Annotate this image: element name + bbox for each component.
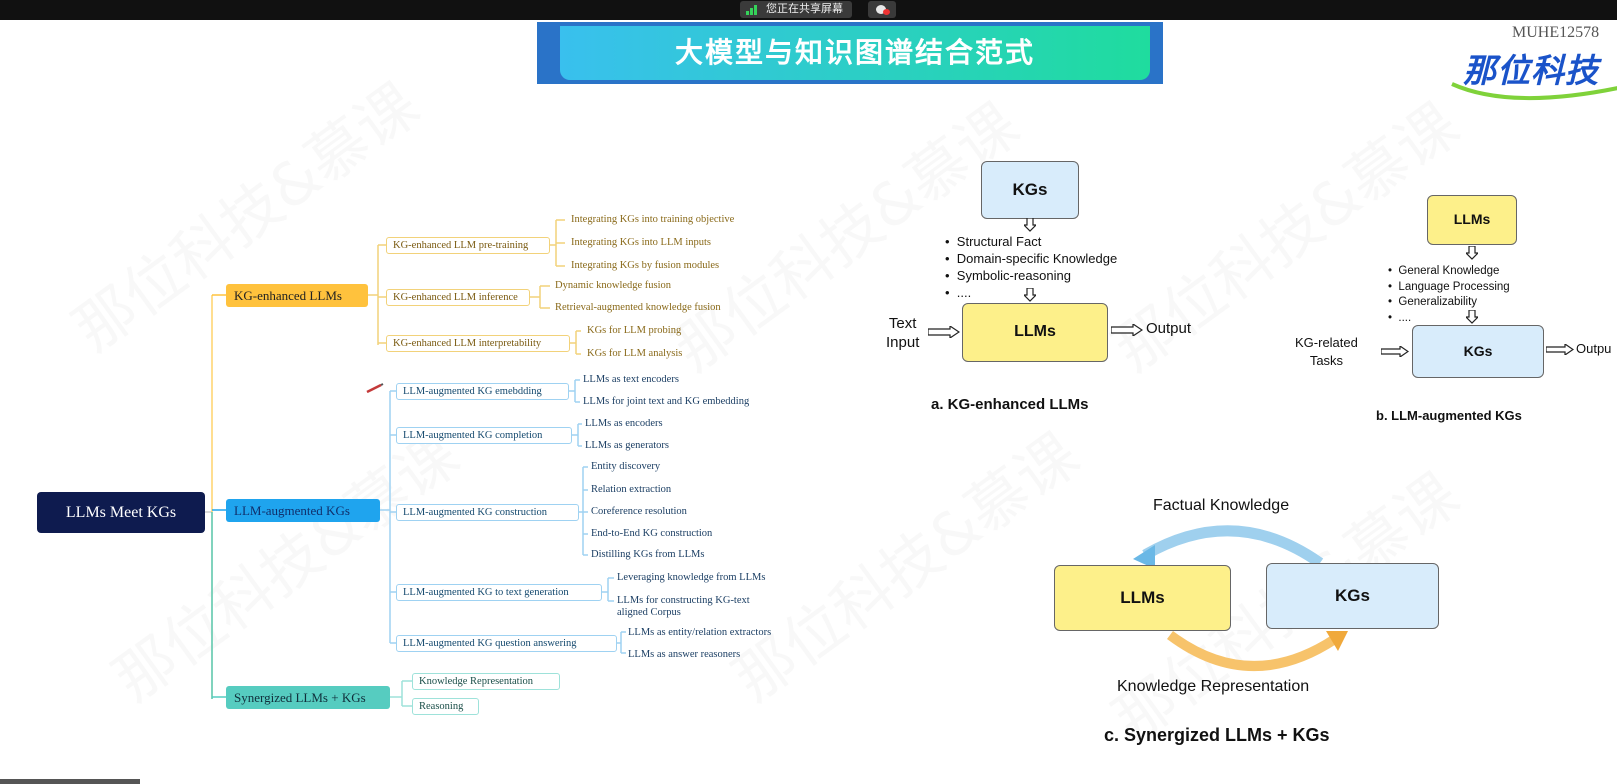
leaf-joint-embedding: LLMs for joint text and KG embedding	[583, 396, 750, 407]
leaf-aligned-corpus: aligned Corpus	[617, 607, 681, 618]
diagram-c-llms-box: LLMs	[1054, 565, 1231, 631]
curved-arrow-bottom	[1167, 630, 1348, 671]
leaf-llm-analysis: KGs for LLM analysis	[587, 348, 683, 359]
curved-arrow-top	[1133, 525, 1324, 569]
signal-icon	[746, 5, 760, 15]
bullet-item: • Domain-specific Knowledge	[945, 251, 1118, 266]
mindmap-root: LLMs Meet KGs	[37, 492, 205, 533]
bullet-item: • ....	[945, 285, 972, 300]
bullet-item: • ....	[1388, 311, 1412, 324]
branch-synergized: Synergized LLMs + KGs	[226, 686, 390, 709]
down-arrow-icon	[1024, 218, 1036, 232]
node-kg-embedding: LLM-augmented KG emebdding	[396, 383, 569, 400]
bullet-item: • General Knowledge	[1388, 265, 1500, 277]
screen-sharing-indicator[interactable]: 您正在共享屏幕	[740, 1, 852, 18]
diagram-b-caption: b. LLM-augmented KGs	[1376, 408, 1522, 423]
node-kg-pretraining: KG-enhanced LLM pre-training	[386, 237, 550, 254]
leaf-coreference: Coreference resolution	[591, 506, 687, 517]
leaf-training-objective: Integrating KGs into training objective	[571, 214, 735, 225]
leaf-entity-extractors: LLMs as entity/relation extractors	[628, 627, 772, 638]
pen-cursor-icon	[366, 383, 384, 393]
sharing-label: 您正在共享屏幕	[766, 3, 843, 15]
bullet-item: • Generalizability	[1388, 296, 1478, 308]
company-logo: 那位科技	[1463, 51, 1599, 90]
leaf-llms-generators: LLMs as generators	[585, 440, 669, 451]
node-kg-completion: LLM-augmented KG completion	[396, 427, 572, 444]
leaf-fusion-modules: Integrating KGs by fusion modules	[571, 260, 720, 271]
diagram-b-llms-box: LLMs	[1427, 195, 1517, 245]
bullet-item: • Language Processing	[1388, 280, 1510, 293]
down-arrow-icon	[1466, 310, 1478, 324]
cloud-icon	[876, 5, 886, 14]
node-kg-question-answering: LLM-augmented KG question answering	[396, 635, 617, 652]
right-arrow-icon	[1381, 346, 1409, 357]
node-kg-inference: KG-enhanced LLM inference	[386, 289, 530, 306]
right-arrow-icon	[1111, 324, 1143, 336]
down-arrow-icon	[1466, 246, 1478, 260]
right-arrow-icon	[1546, 344, 1574, 355]
diagram-a-llms-box: LLMs	[962, 303, 1108, 362]
leaf-retrieval-fusion: Retrieval-augmented knowledge fusion	[555, 302, 721, 313]
node-kg-text-generation: LLM-augmented KG to text generation	[396, 584, 602, 601]
diagram-a-kgs-box: KGs	[981, 161, 1079, 219]
diagram-b-bullets: • General Knowledge • Language Processin…	[1388, 264, 1510, 326]
bullet-item: • Structural Fact	[945, 234, 1042, 249]
down-arrow-icon	[1024, 288, 1036, 302]
diagram-a-caption: a. KG-enhanced LLMs	[931, 396, 1089, 413]
diagram-c-bottom-label: Knowledge Representation	[1117, 678, 1310, 695]
stop-sharing-button[interactable]	[868, 1, 896, 18]
bullet-item: • Symbolic-reasoning	[945, 268, 1071, 283]
leaf-end-to-end: End-to-End KG construction	[591, 528, 713, 539]
branch-llm-augmented-kgs: LLM-augmented KGs	[226, 499, 380, 522]
user-id-watermark: MUHE12578	[1512, 24, 1600, 41]
node-reasoning: Reasoning	[412, 698, 479, 715]
node-knowledge-representation: Knowledge Representation	[412, 673, 560, 690]
logo-swoosh-icon	[1451, 82, 1617, 101]
diagram-c-caption: c. Synergized LLMs + KGs	[1104, 725, 1330, 745]
meeting-top-bar: 您正在共享屏幕	[0, 0, 1617, 20]
diagram-b-output-label: Outpu	[1576, 341, 1612, 356]
leaf-llm-probing: KGs for LLM probing	[587, 325, 682, 336]
diagram-a-output-label: Output	[1146, 320, 1192, 337]
leaf-constructing-corpus: LLMs for constructing KG-text	[617, 595, 750, 606]
diagram-b-kgs-box: KGs	[1412, 325, 1544, 378]
node-kg-construction: LLM-augmented KG construction	[396, 504, 579, 521]
mindmap-connectors	[205, 219, 626, 707]
leaf-text-encoders: LLMs as text encoders	[583, 374, 679, 385]
slide-title: 大模型与知识图谱结合范式	[560, 26, 1150, 80]
branch-kg-enhanced-llms: KG-enhanced LLMs	[226, 284, 368, 307]
leaf-leveraging: Leveraging knowledge from LLMs	[617, 572, 766, 583]
leaf-llms-encoders: LLMs as encoders	[585, 418, 663, 429]
bottom-scrollbar[interactable]	[0, 779, 140, 784]
diagram-a-bullets: • Structural Fact • Domain-specific Know…	[945, 233, 1117, 301]
node-kg-interpretability: KG-enhanced LLM interpretability	[386, 335, 570, 352]
leaf-distilling: Distilling KGs from LLMs	[591, 549, 705, 560]
right-arrow-icon	[928, 326, 960, 338]
leaf-entity-discovery: Entity discovery	[591, 461, 661, 472]
diagram-c-kgs-box: KGs	[1266, 563, 1439, 629]
leaf-answer-reasoners: LLMs as answer reasoners	[628, 649, 741, 660]
leaf-llm-inputs: Integrating KGs into LLM inputs	[571, 237, 711, 248]
leaf-dynamic-fusion: Dynamic knowledge fusion	[555, 280, 672, 291]
diagram-c-top-label: Factual Knowledge	[1153, 497, 1290, 514]
leaf-relation-extraction: Relation extraction	[591, 484, 672, 495]
